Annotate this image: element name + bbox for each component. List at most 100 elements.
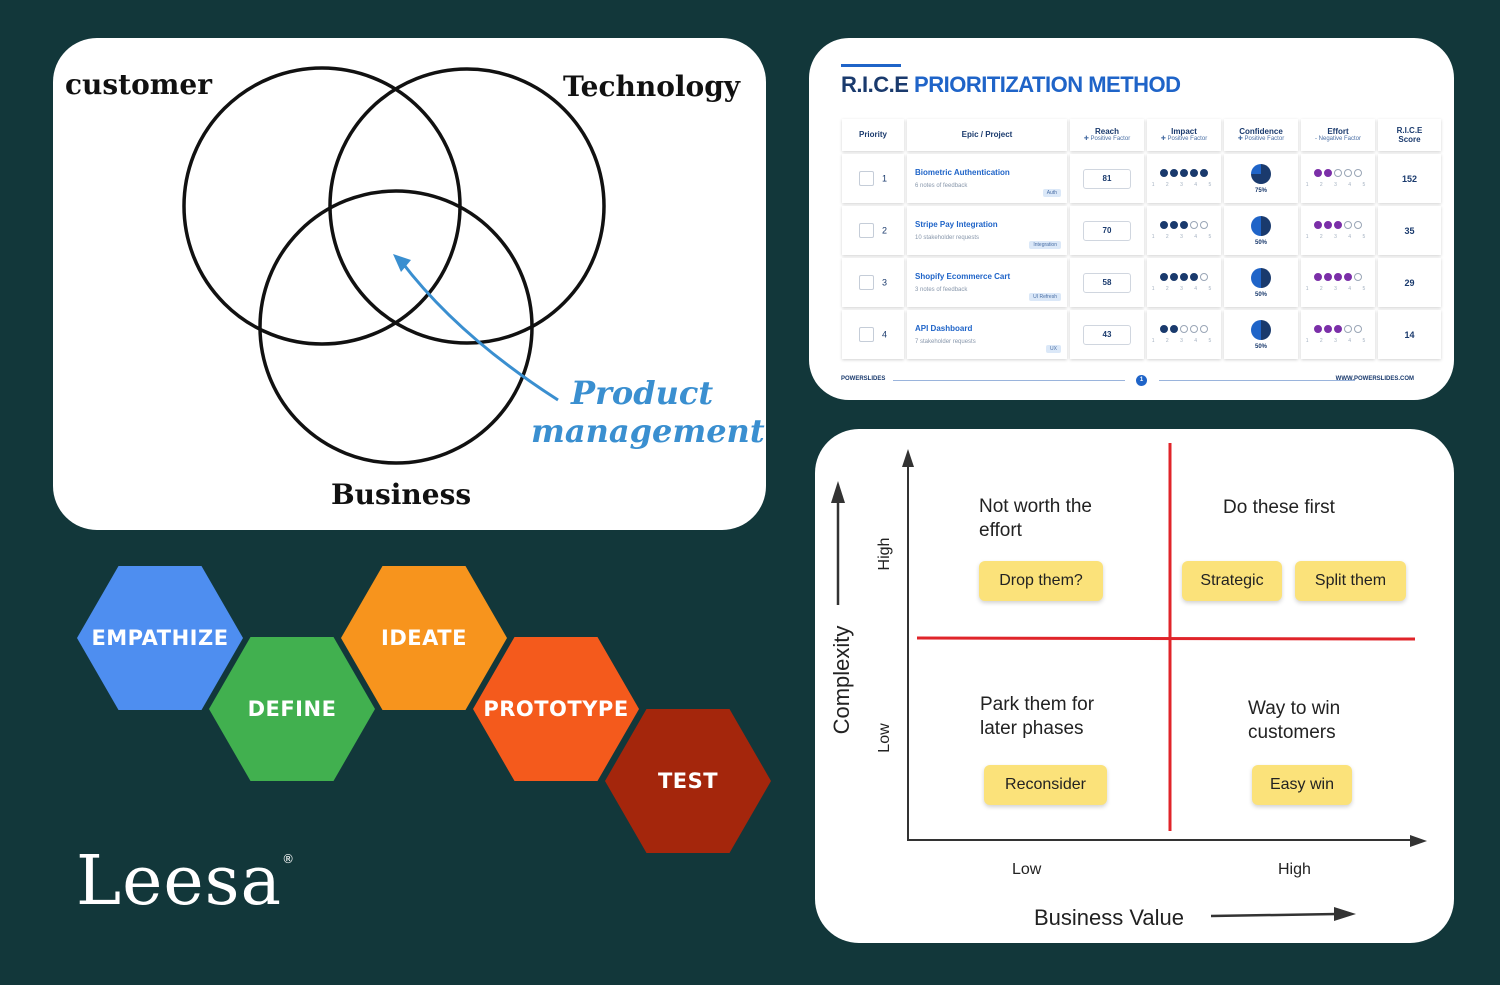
impact-dot[interactable]	[1180, 273, 1188, 281]
impact-dot[interactable]	[1200, 325, 1208, 333]
business-value-arrow-head	[1334, 907, 1356, 921]
effort-dot[interactable]	[1334, 221, 1342, 229]
effort-dot[interactable]	[1314, 273, 1322, 281]
footer-url[interactable]: WWW.POWERSLIDES.COM	[1335, 376, 1414, 382]
strategic-button[interactable]: Strategic	[1182, 561, 1282, 601]
complexity-arrow-head	[831, 481, 845, 503]
effort-dot[interactable]	[1344, 221, 1352, 229]
epic-link[interactable]: Stripe Pay Integration	[915, 220, 998, 229]
split-them-button[interactable]: Split them	[1295, 561, 1406, 601]
effort-dot[interactable]	[1314, 221, 1322, 229]
epic-tag: Integration	[1029, 241, 1061, 249]
impact-dot[interactable]	[1170, 273, 1178, 281]
registered-mark: ®	[282, 852, 296, 866]
rice-title-main: PRIORITIZATION METHOD	[914, 72, 1181, 97]
impact-dot[interactable]	[1160, 169, 1168, 177]
impact-dot[interactable]	[1190, 325, 1198, 333]
effort-cell[interactable]: 1 2 3 4 5	[1301, 206, 1375, 255]
effort-rating[interactable]	[1314, 169, 1362, 177]
drop-them-button[interactable]: Drop them?	[979, 561, 1103, 601]
row-checkbox[interactable]	[858, 275, 874, 290]
effort-dot[interactable]	[1334, 169, 1342, 177]
row-checkbox[interactable]	[858, 223, 874, 238]
business-circle	[258, 189, 534, 465]
epic-link[interactable]: Biometric Authentication	[915, 168, 1010, 177]
impact-rating[interactable]	[1160, 325, 1208, 333]
reconsider-button[interactable]: Reconsider	[984, 765, 1107, 805]
impact-dot[interactable]	[1190, 169, 1198, 177]
confidence-cell: 50%	[1224, 310, 1298, 359]
effort-rating[interactable]	[1314, 221, 1362, 229]
effort-dot[interactable]	[1324, 273, 1332, 281]
confidence-pie	[1251, 215, 1271, 236]
impact-dot[interactable]	[1180, 169, 1188, 177]
effort-dot[interactable]	[1314, 325, 1322, 333]
impact-dot[interactable]	[1180, 325, 1188, 333]
epic-link[interactable]: API Dashboard	[915, 324, 973, 333]
impact-dot[interactable]	[1170, 221, 1178, 229]
easy-win-button[interactable]: Easy win	[1252, 765, 1352, 805]
impact-dot[interactable]	[1200, 221, 1208, 229]
impact-dot[interactable]	[1200, 273, 1208, 281]
effort-dot[interactable]	[1334, 325, 1342, 333]
effort-dot[interactable]	[1354, 221, 1362, 229]
impact-cell[interactable]: 1 2 3 4 5	[1147, 206, 1221, 255]
effort-dot[interactable]	[1334, 273, 1342, 281]
epic-link[interactable]: Shopify Ecommerce Cart	[915, 272, 1011, 281]
horizontal-divider	[916, 636, 1416, 641]
effort-rating[interactable]	[1314, 325, 1362, 333]
title-accent-line	[841, 64, 901, 67]
reach-input[interactable]: 58	[1083, 272, 1131, 293]
reach-input[interactable]: 81	[1083, 168, 1131, 189]
effort-dot[interactable]	[1314, 169, 1322, 177]
header-confidence: Confidence✚ Positive Factor	[1224, 119, 1298, 151]
score-cell: 35	[1378, 206, 1441, 255]
impact-dot[interactable]	[1180, 221, 1188, 229]
score-cell: 14	[1378, 310, 1441, 359]
priority-cell: 1	[842, 154, 904, 203]
priority-cell: 2	[842, 206, 904, 255]
impact-rating[interactable]	[1160, 221, 1208, 229]
reach-input[interactable]: 70	[1083, 220, 1131, 241]
effort-dot[interactable]	[1344, 325, 1352, 333]
impact-dot[interactable]	[1190, 273, 1198, 281]
row-checkbox[interactable]	[858, 327, 874, 342]
impact-dot[interactable]	[1160, 273, 1168, 281]
effort-dot[interactable]	[1324, 169, 1332, 177]
effort-cell[interactable]: 1 2 3 4 5	[1301, 154, 1375, 203]
effort-dot[interactable]	[1354, 273, 1362, 281]
impact-rating[interactable]	[1160, 169, 1208, 177]
effort-dot[interactable]	[1344, 169, 1352, 177]
impact-dot[interactable]	[1160, 325, 1168, 333]
impact-dot[interactable]	[1190, 221, 1198, 229]
effort-scale: 1 2 3 4 5	[1305, 234, 1371, 240]
impact-rating[interactable]	[1160, 273, 1208, 281]
effort-cell[interactable]: 1 2 3 4 5	[1301, 310, 1375, 359]
y-axis-high: High	[876, 537, 893, 571]
effort-dot[interactable]	[1324, 325, 1332, 333]
impact-dot[interactable]	[1160, 221, 1168, 229]
customer-label: customer	[65, 68, 212, 101]
effort-dot[interactable]	[1354, 325, 1362, 333]
row-checkbox[interactable]	[858, 171, 874, 186]
effort-cell[interactable]: 1 2 3 4 5	[1301, 258, 1375, 307]
priority-cell: 3	[842, 258, 904, 307]
quadrant-title-bottom-right: Way to win customers	[1248, 698, 1341, 743]
confidence-cell: 50%	[1224, 206, 1298, 255]
impact-cell[interactable]: 1 2 3 4 5	[1147, 154, 1221, 203]
impact-dot[interactable]	[1170, 169, 1178, 177]
effort-dot[interactable]	[1324, 221, 1332, 229]
impact-dot[interactable]	[1170, 325, 1178, 333]
impact-cell[interactable]: 1 2 3 4 5	[1147, 258, 1221, 307]
header-impact: Impact✚ Positive Factor	[1147, 119, 1221, 151]
impact-dot[interactable]	[1200, 169, 1208, 177]
reach-input[interactable]: 43	[1083, 324, 1131, 345]
effort-dot[interactable]	[1344, 273, 1352, 281]
impact-cell[interactable]: 1 2 3 4 5	[1147, 310, 1221, 359]
effort-dot[interactable]	[1354, 169, 1362, 177]
effort-rating[interactable]	[1314, 273, 1362, 281]
